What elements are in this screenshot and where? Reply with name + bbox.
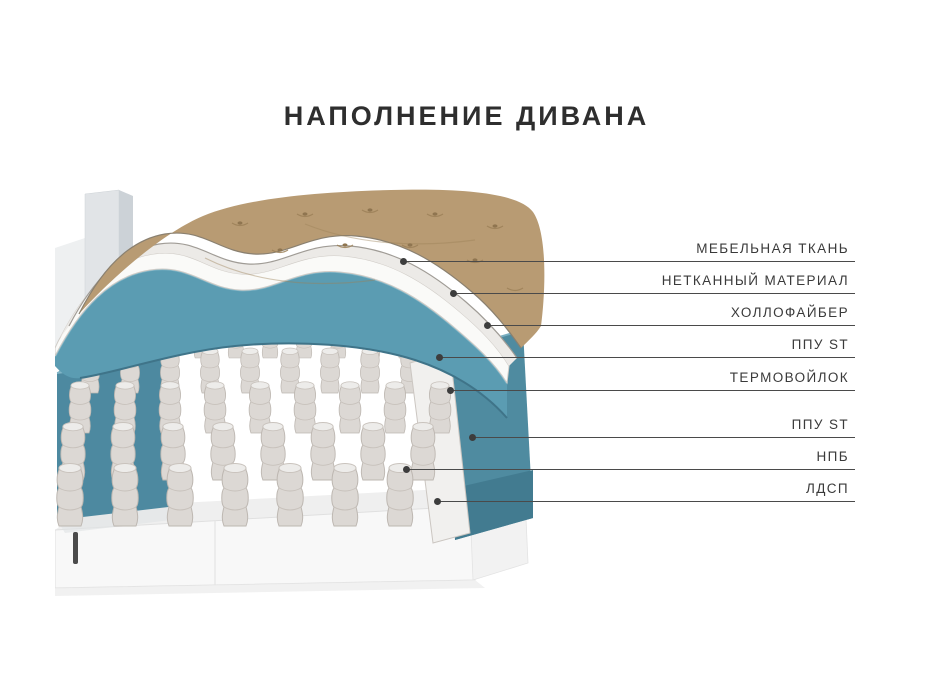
sofa-cutaway-svg — [53, 189, 545, 596]
callout-label: ХОЛЛОФАЙБЕР — [730, 305, 849, 320]
callout-pu-foam-top: ППУ ST — [436, 327, 855, 361]
callout-dot — [400, 258, 407, 265]
sofa-cutaway-illustration — [53, 188, 545, 600]
callout-furniture-fabric: МЕБЕЛЬНАЯ ТКАНЬ — [400, 231, 855, 265]
fabric-buttons — [237, 208, 498, 262]
callout-hollofiber: ХОЛЛОФАЙБЕР — [484, 295, 855, 329]
callout-dot — [403, 466, 410, 473]
callout-dot — [469, 434, 476, 441]
callout-dot — [436, 354, 443, 361]
callout-label: ЛДСП — [805, 481, 849, 496]
callout-label: ППУ ST — [791, 417, 849, 432]
callout-thermal-felt: ТЕРМОВОЙЛОК — [447, 360, 855, 394]
callout-dot — [434, 498, 441, 505]
callout-label: НПБ — [816, 449, 849, 464]
callout-label: ТЕРМОВОЙЛОК — [729, 370, 849, 385]
page-title: НАПОЛНЕНИЕ ДИВАНА — [283, 101, 650, 131]
fabric-tufts — [204, 209, 524, 292]
callout-dot — [450, 290, 457, 297]
callout-label: НЕТКАННЫЙ МАТЕРИАЛ — [661, 273, 849, 288]
callout-nonwoven-material: НЕТКАННЫЙ МАТЕРИАЛ — [450, 263, 855, 297]
callout-dot — [447, 387, 454, 394]
callout-spring-block: НПБ — [403, 439, 855, 473]
callout-label: МЕБЕЛЬНАЯ ТКАНЬ — [696, 241, 849, 256]
drawer-handle — [73, 532, 78, 564]
callout-chipboard: ЛДСП — [434, 471, 855, 505]
callout-label: ППУ ST — [791, 337, 849, 352]
fabric-layer — [78, 189, 545, 349]
callout-dot — [484, 322, 491, 329]
callout-pu-foam-side: ППУ ST — [469, 407, 855, 441]
